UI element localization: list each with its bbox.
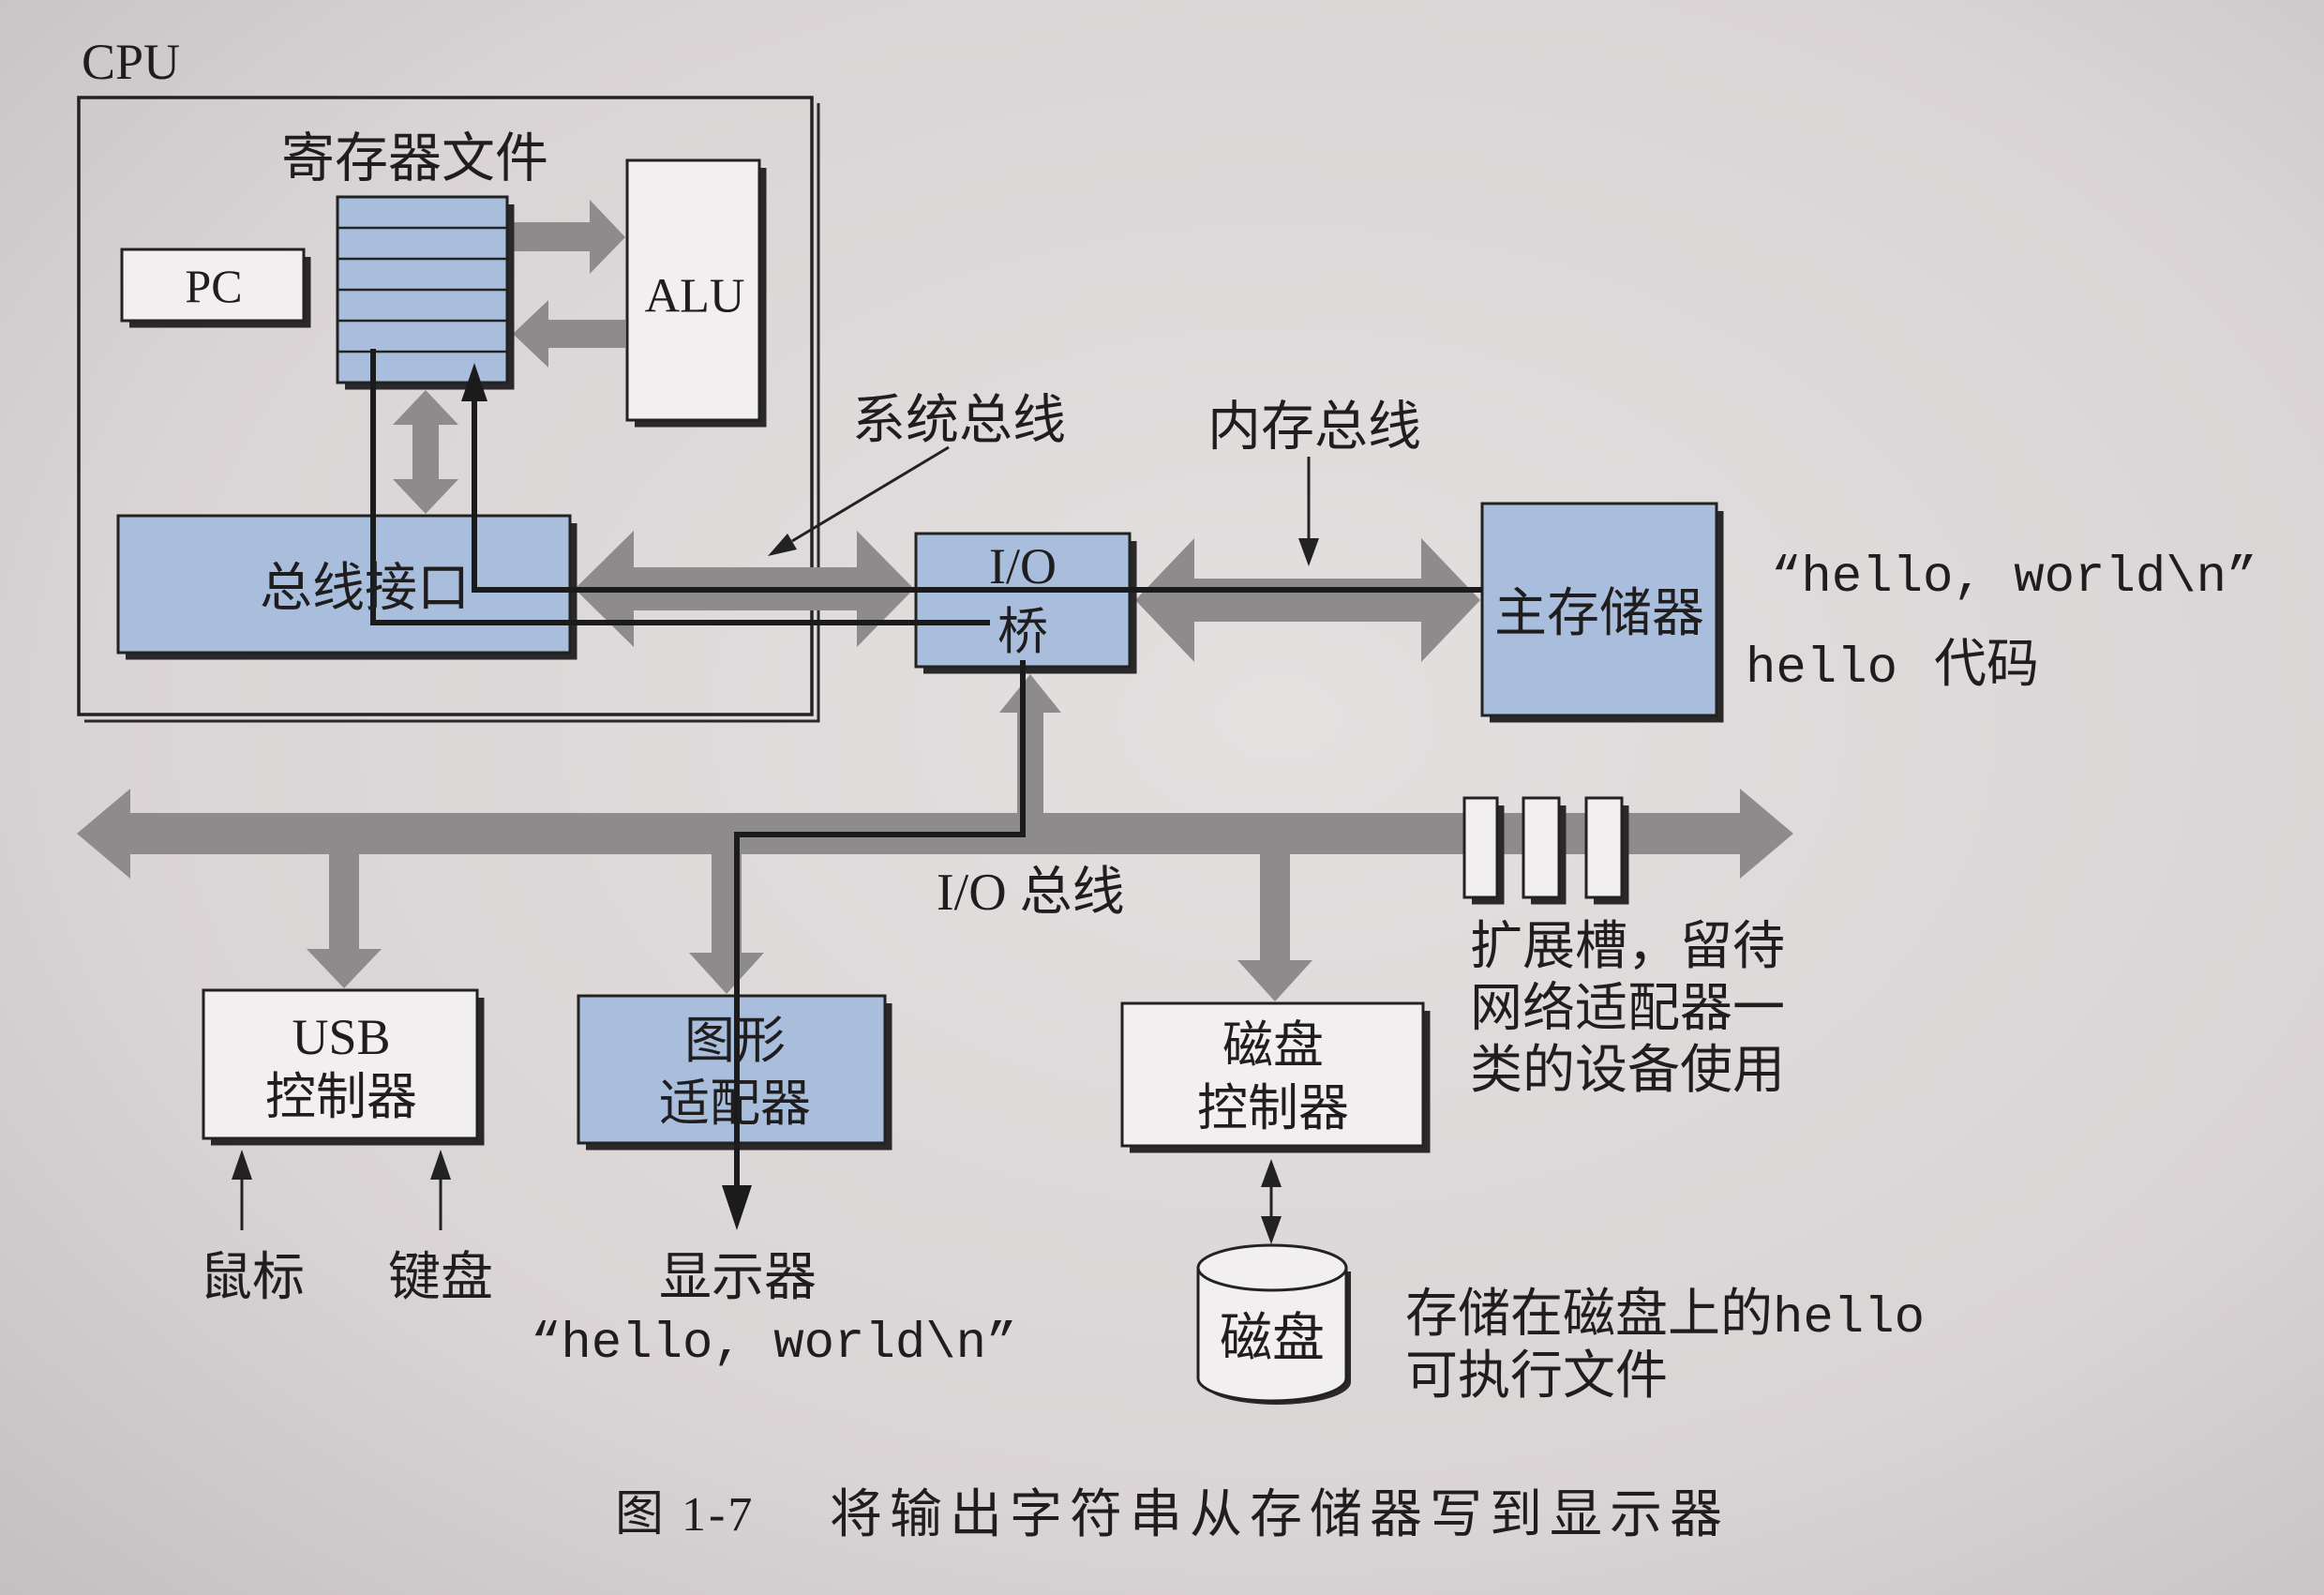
bus-interface-shadow xyxy=(126,523,577,660)
register-file xyxy=(336,195,515,390)
graphics-adapter-label-line2: 适配器 xyxy=(659,1076,811,1132)
disk-link-arrowhead-down xyxy=(1261,1216,1282,1244)
display-arrowhead xyxy=(722,1185,752,1230)
cpu-label: CPU xyxy=(82,34,180,90)
display-string: “hello, world\n” xyxy=(531,1316,1016,1373)
alu xyxy=(625,158,767,428)
slot-shadow xyxy=(1472,805,1505,905)
expansion-note-line2: 网络适配器一 xyxy=(1470,980,1785,1038)
disk-note-line1: 存储在磁盘上的 hello xyxy=(1405,1286,1925,1347)
alu-shadow xyxy=(635,168,767,428)
expansion-slot xyxy=(1584,796,1624,899)
figure-number: 图 1-7 xyxy=(615,1488,755,1542)
disk-top xyxy=(1196,1243,1348,1292)
main-memory-code-name: hello xyxy=(1746,640,1897,698)
io-bridge-shadow xyxy=(923,541,1137,674)
register-to-bridge-path xyxy=(370,349,990,625)
io-bridge-label-line1: I/O xyxy=(989,538,1057,594)
system-bus-label: 系统总线 xyxy=(852,391,1066,450)
cpu-chip: CPU xyxy=(77,34,820,723)
io-bus-to-usb-arrow xyxy=(307,852,382,988)
expansion-slots xyxy=(1462,796,1629,905)
keyboard-input-arrowhead xyxy=(430,1150,451,1180)
graphics-adapter-label-line1: 图形 xyxy=(684,1013,786,1069)
disk-note-text: 存储在磁盘上的 xyxy=(1405,1286,1773,1344)
disk-controller-label-line1: 磁盘 xyxy=(1222,1017,1324,1074)
io-bridge-label-line2: 桥 xyxy=(997,604,1048,660)
regfile-to-alu-arrow xyxy=(511,200,625,274)
register-arrowhead xyxy=(461,363,487,401)
disk-controller xyxy=(1120,1001,1431,1153)
io-bus-label: I/O 总线 xyxy=(937,864,1125,922)
disk-label: 磁盘 xyxy=(1220,1310,1325,1368)
disk-controller-box xyxy=(1120,1001,1425,1148)
graphics-adapter-box xyxy=(577,994,887,1145)
system-bus-pointer xyxy=(791,445,950,543)
register-file-shadow xyxy=(345,204,515,390)
main-memory-code-label: hello 代码 xyxy=(1746,636,2039,698)
disk-controller-label-line2: 控制器 xyxy=(1197,1080,1349,1136)
expansion-slot xyxy=(1522,796,1561,899)
main-memory-string: “hello, world\n” xyxy=(1771,549,2257,607)
system-bus-pointer-head xyxy=(768,534,797,556)
display-label: 显示器 xyxy=(659,1249,817,1307)
main-memory-label: 主存储器 xyxy=(1494,585,1704,643)
disk-note-code: hello xyxy=(1773,1290,1925,1347)
thin-arrows xyxy=(232,445,1319,1244)
memory-bus-arrow xyxy=(1135,538,1480,662)
pc-shadow xyxy=(129,257,311,328)
disk-note-line2: 可执行文件 xyxy=(1405,1347,1668,1406)
mouse-label: 鼠标 xyxy=(200,1249,305,1307)
disk-body xyxy=(1196,1266,1348,1403)
bus-interface xyxy=(116,514,577,660)
usb-controller-label-line1: USB xyxy=(292,1009,390,1065)
memory-to-register-path xyxy=(472,399,1482,593)
expansion-slot xyxy=(1462,796,1499,899)
pc-label: PC xyxy=(185,260,242,312)
io-bus-to-disk-controller-arrow xyxy=(1237,852,1312,1001)
expansion-note-line3: 类的设备使用 xyxy=(1470,1042,1785,1100)
pc-box xyxy=(120,248,306,323)
alu-box xyxy=(625,158,761,422)
usb-controller-box xyxy=(202,988,479,1140)
usb-controller-label-line2: 控制器 xyxy=(265,1069,417,1125)
usb-controller-shadow xyxy=(211,998,485,1146)
cpu-box-shadow xyxy=(84,103,820,723)
register-file-label: 寄存器文件 xyxy=(281,129,548,188)
keyboard-label: 键盘 xyxy=(388,1249,493,1307)
cpu-box xyxy=(77,96,814,716)
memory-bus-pointer-head xyxy=(1298,538,1319,566)
hello-data-path xyxy=(370,349,1482,1230)
graphics-adapter-shadow xyxy=(586,1003,892,1151)
slot-shadow xyxy=(1594,805,1629,905)
regfile-bus-interface-arrow xyxy=(393,390,458,514)
expansion-note-line1: 扩展槽，留待 xyxy=(1470,918,1785,976)
graphics-adapter xyxy=(577,994,892,1151)
io-bridge xyxy=(914,532,1137,674)
alu-to-regfile-arrow xyxy=(513,300,625,368)
mouse-input-arrowhead xyxy=(232,1150,252,1180)
disk xyxy=(1196,1243,1351,1405)
io-bus-to-bridge-arrow xyxy=(999,674,1061,816)
usb-controller xyxy=(202,988,485,1146)
disk-controller-shadow xyxy=(1130,1011,1431,1153)
main-memory xyxy=(1480,502,1724,723)
alu-label: ALU xyxy=(645,270,745,324)
main-memory-code-text: 代码 xyxy=(1934,636,2039,694)
main-memory-shadow xyxy=(1490,511,1724,723)
memory-bus-label: 内存总线 xyxy=(1207,398,1421,457)
pc-register xyxy=(120,248,311,328)
figure-caption: 将输出字符串从存储器写到显示器 xyxy=(830,1486,1730,1544)
bus-interface-box xyxy=(116,514,572,655)
disk-link-arrowhead-up xyxy=(1261,1159,1282,1187)
bridge-to-display-path xyxy=(734,660,1026,1189)
main-memory-box xyxy=(1480,502,1718,717)
io-bus-to-graphics-arrow xyxy=(689,852,764,994)
slot-shadow xyxy=(1531,805,1567,905)
bus-interface-label: 总线接口 xyxy=(260,560,470,618)
io-bridge-box xyxy=(914,532,1132,669)
